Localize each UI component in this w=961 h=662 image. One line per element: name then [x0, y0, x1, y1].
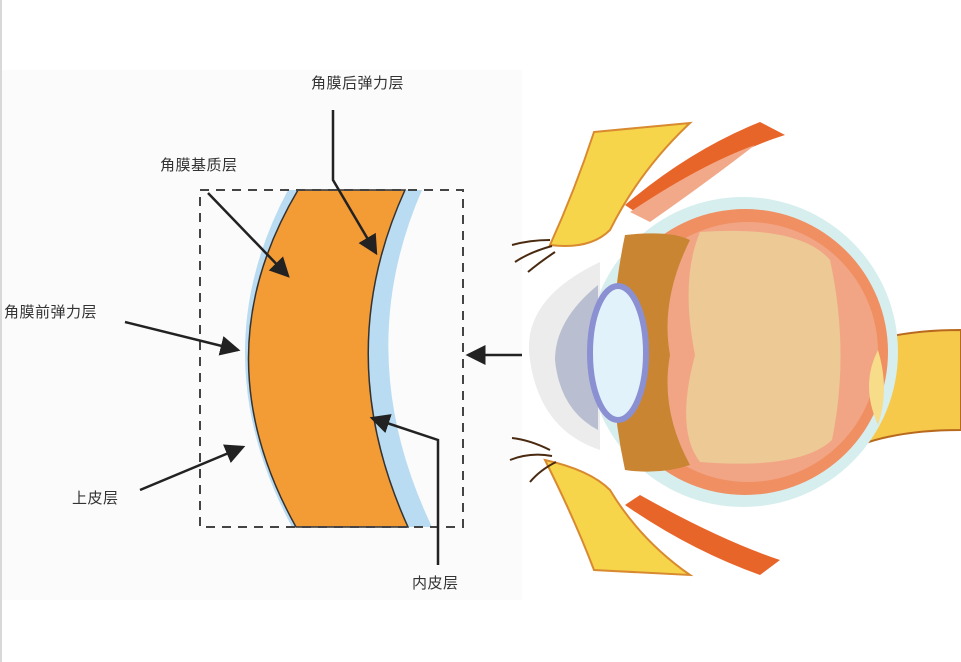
- label-anterior-elastic: 角膜前弹力层: [4, 303, 98, 321]
- upper-eyelid-tissue: [630, 145, 755, 222]
- label-stroma: 角膜基质层: [160, 156, 238, 174]
- lower-eyelid: [543, 458, 694, 577]
- arrow-posterior-elastic: [331, 110, 378, 256]
- endothelium-layer: [368, 190, 432, 527]
- anterior-chamber: [555, 285, 598, 430]
- lower-eyelid-muscle: [625, 495, 780, 575]
- upper-eyelid: [548, 121, 693, 247]
- optic-disc: [869, 350, 884, 425]
- label-endothelium: 内皮层: [412, 574, 459, 592]
- arrow-anterior-elastic: [124, 320, 241, 356]
- left-edge-line: [0, 0, 2, 662]
- lens: [587, 283, 649, 423]
- vitreous-body: [686, 230, 841, 464]
- zoom-region-box: [199, 189, 464, 528]
- arrow-endothelium: [369, 414, 440, 565]
- label-posterior-elastic: 角膜后弹力层: [311, 74, 405, 92]
- label-epithelium: 上皮层: [72, 489, 119, 507]
- eye-illustration: [509, 121, 961, 577]
- epithelium-layer: [244, 190, 302, 527]
- arrow-stroma: [207, 192, 290, 278]
- arrow-epithelium: [139, 444, 246, 492]
- eyelashes: [509, 239, 557, 483]
- cornea-cross-section: [199, 189, 464, 528]
